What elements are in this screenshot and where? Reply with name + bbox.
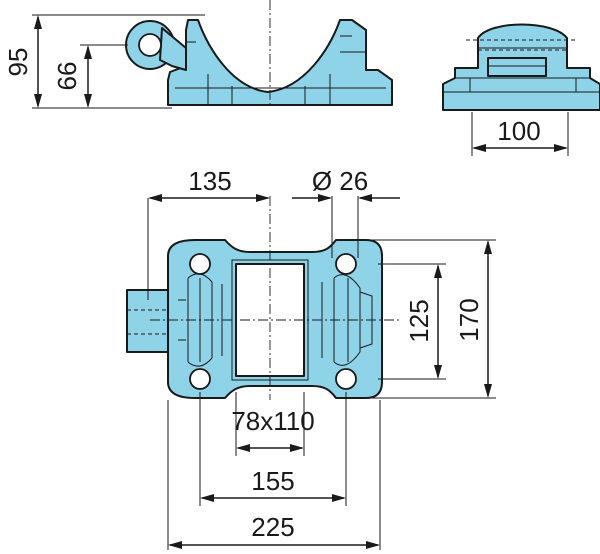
- dim-155-arrow-right: [332, 494, 346, 502]
- dim-95-arrow-bottom: [34, 94, 42, 108]
- side-view-body: [167, 19, 393, 106]
- dim-bore-arrow-left: [236, 444, 250, 452]
- dim-170-label: 170: [454, 298, 484, 341]
- dim-66-label: 66: [52, 62, 82, 91]
- dim-bore-arrow-right: [290, 444, 304, 452]
- bolt-hole-bottom-left: [189, 368, 211, 390]
- dim-125-arrow-bottom: [434, 365, 442, 379]
- dim-66-arrow-top: [84, 45, 92, 59]
- dim-100-label: 100: [497, 116, 540, 146]
- bolt-hole-bottom-right: [335, 368, 357, 390]
- plan-view-lug: [126, 289, 170, 353]
- dim-155-label: 155: [251, 466, 294, 496]
- plan-view: 135 Ø 26 170 125 78x110 155 225: [126, 166, 496, 550]
- end-view-slot: [487, 57, 547, 77]
- bolt-hole-top-left: [189, 253, 211, 275]
- side-view-shading: [175, 35, 386, 104]
- side-view-eye-hole: [138, 33, 162, 57]
- dim-225-arrow-right: [366, 541, 380, 549]
- dim-bore-label: 78x110: [231, 406, 314, 436]
- dim-135-label: 135: [188, 166, 231, 196]
- end-view: 100: [442, 23, 600, 156]
- dim-135-arrow-left: [148, 194, 162, 202]
- dim-26-arrow-left: [318, 194, 332, 202]
- dim-66-arrow-bottom: [84, 94, 92, 108]
- end-view-shading: [443, 47, 600, 93]
- dim-225-label: 225: [251, 512, 294, 542]
- dim-170-arrow-top: [484, 240, 492, 254]
- dim-26-arrow-right: [358, 194, 372, 202]
- dim-155-arrow-left: [200, 494, 214, 502]
- dim-95-arrow-top: [34, 15, 42, 29]
- dim-170-arrow-bottom: [484, 384, 492, 398]
- dim-125-label: 125: [404, 299, 434, 342]
- dim-26-label: Ø 26: [312, 166, 368, 196]
- side-view: 95 66: [3, 0, 393, 109]
- dim-100-arrow-right: [554, 144, 568, 152]
- dim-95-label: 95: [3, 48, 33, 77]
- dim-100-arrow-left: [472, 144, 486, 152]
- side-view-eye-web: [159, 27, 187, 71]
- dim-225-arrow-left: [168, 541, 182, 549]
- bolt-hole-top-right: [335, 253, 357, 275]
- dim-125-arrow-top: [434, 264, 442, 278]
- dim-135-arrow-right: [256, 194, 270, 202]
